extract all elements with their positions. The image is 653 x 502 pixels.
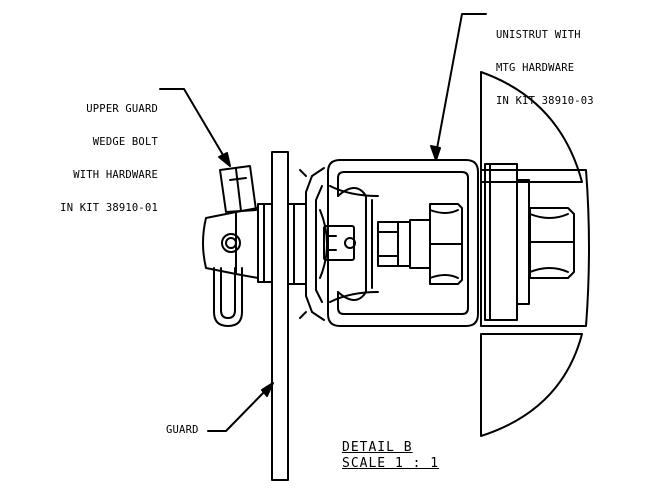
channel-bolt: [378, 222, 398, 266]
guard-plate: [272, 152, 288, 480]
spring-clip: [300, 168, 355, 320]
wedge-bolt-head: [220, 166, 256, 212]
unistrut-label-line-1: UNISTRUT WITH: [496, 29, 581, 41]
leader-guard: [208, 383, 273, 431]
wedge-bolt-pin: [222, 234, 240, 252]
bail-loop: [214, 268, 242, 326]
wedge-bolt-label-line-1: UPPER GUARD: [86, 103, 158, 115]
pole-section-top: [481, 72, 582, 182]
guard-label: GUARD: [166, 424, 199, 436]
detail-title: DETAIL B: [342, 440, 413, 455]
unistrut-inner-lips: [330, 186, 378, 302]
channel-hex-nut: [398, 204, 462, 284]
detail-scale: SCALE 1 : 1: [342, 456, 440, 471]
pole-clamp-block: [485, 164, 529, 320]
leader-unistrut: [431, 14, 486, 160]
wedge-bolt-label: UPPER GUARD WEDGE BOLT WITH HARDWARE IN …: [30, 82, 158, 225]
pole-section-bottom: [481, 334, 582, 436]
wedge-bolt-label-line-4: IN KIT 38910-01: [60, 202, 158, 214]
unistrut-channel: [328, 160, 478, 326]
wedge-bolt-label-line-3: WITH HARDWARE: [73, 169, 158, 181]
pole-hex-nut: [530, 208, 574, 278]
wedge-bolt-body: [203, 204, 272, 282]
unistrut-label-line-2: MTG HARDWARE: [496, 62, 575, 74]
wedge-bolt-label-line-2: WEDGE BOLT: [92, 136, 158, 148]
washer-stack: [288, 204, 306, 284]
unistrut-label-line-3: IN KIT 38910-03: [496, 95, 594, 107]
leader-wedge-bolt: [160, 89, 230, 166]
pole-section-middle: [481, 170, 589, 326]
unistrut-label: UNISTRUT WITH MTG HARDWARE IN KIT 38910-…: [496, 8, 594, 118]
